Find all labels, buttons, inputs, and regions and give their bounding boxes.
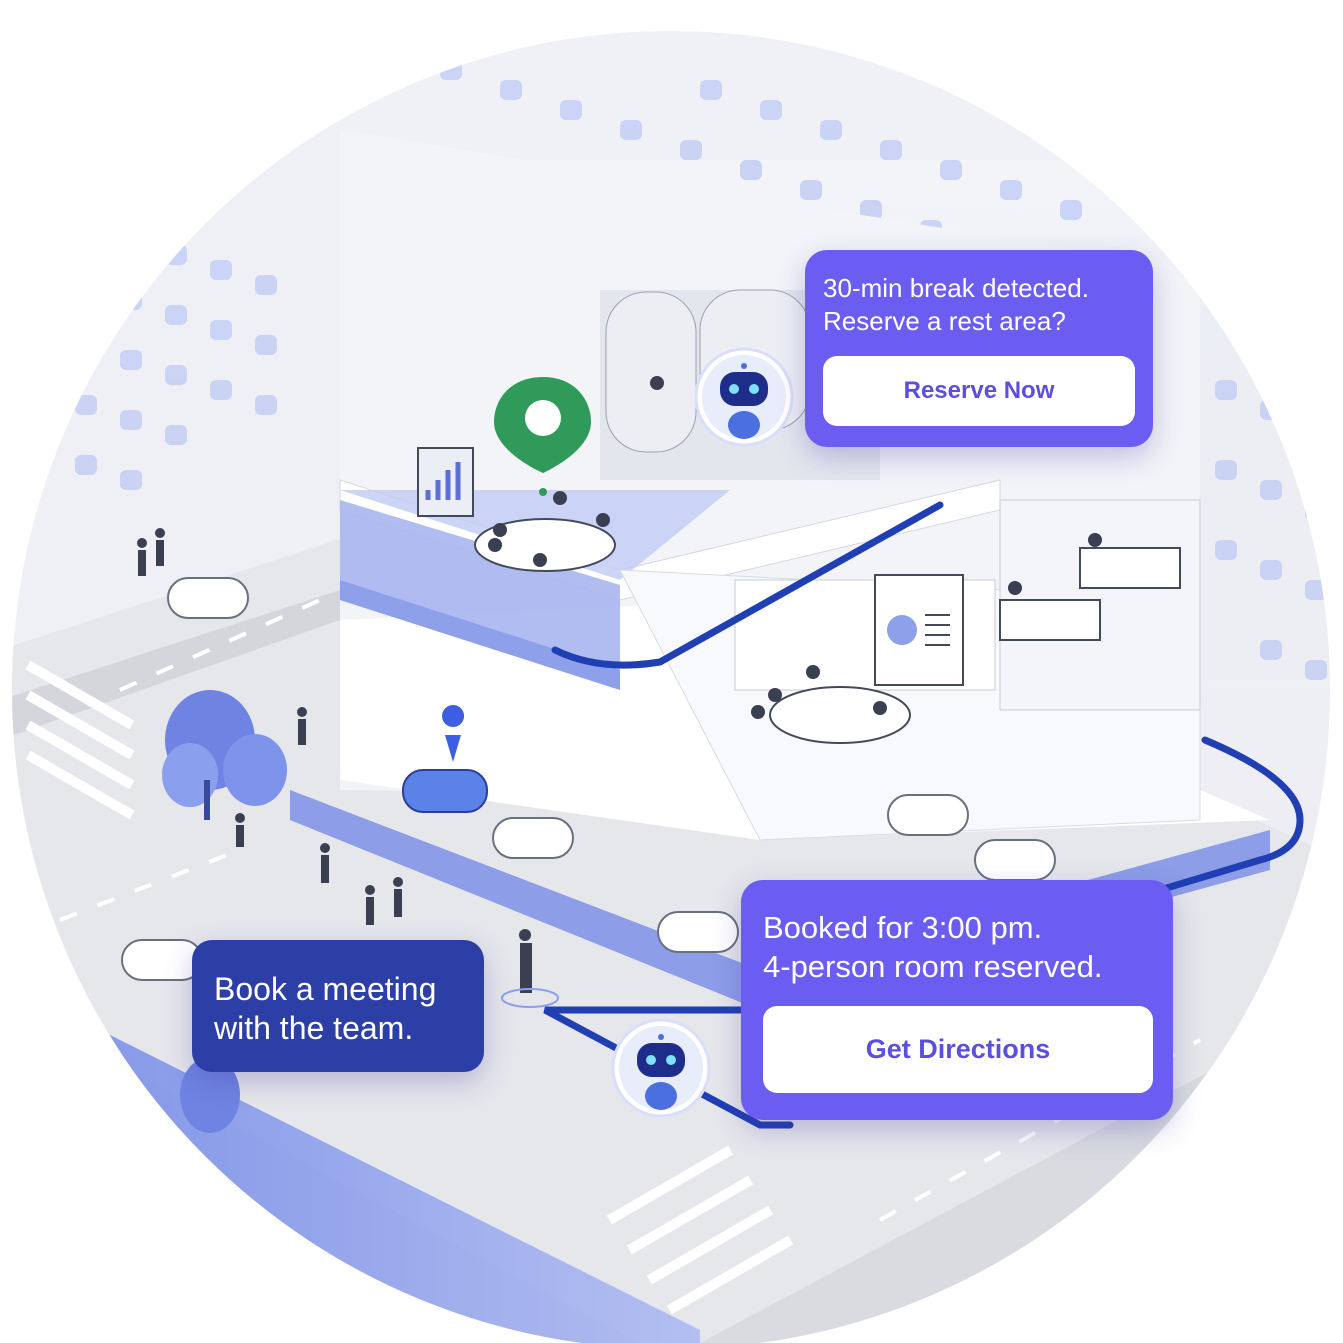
break-alert-line-2: Reserve a rest area?	[823, 306, 1066, 336]
tree-icon	[162, 690, 287, 1133]
break-alert-message: 30-min break detected. Reserve a rest ar…	[823, 272, 1089, 338]
break-alert-bubble: 30-min break detected. Reserve a rest ar…	[805, 250, 1153, 447]
booking-confirmation-bubble: Booked for 3:00 pm. 4-person room reserv…	[741, 880, 1173, 1120]
reserve-now-button[interactable]: Reserve Now	[823, 356, 1135, 426]
route-line	[543, 501, 1304, 1129]
meeting-table	[474, 518, 616, 572]
booking-line-1: Booked for 3:00 pm.	[763, 910, 1043, 945]
conference-table	[769, 686, 911, 744]
break-alert-line-1: 30-min break detected.	[823, 273, 1089, 303]
user-request-message: Book a meeting with the team.	[214, 970, 436, 1048]
location-pin-icon	[442, 705, 465, 762]
user-request-line-1: Book a meeting	[214, 971, 437, 1007]
car-icon	[402, 769, 488, 813]
robot-assistant-icon	[611, 1018, 711, 1118]
meeting-location-pin	[494, 377, 591, 496]
meeting-room-highlight	[340, 500, 620, 690]
booking-confirmation-message: Booked for 3:00 pm. 4-person room reserv…	[763, 908, 1102, 986]
user-request-bubble: Book a meeting with the team.	[192, 940, 484, 1072]
get-directions-button[interactable]: Get Directions	[763, 1006, 1153, 1093]
booking-line-2: 4-person room reserved.	[763, 949, 1103, 984]
robot-assistant-icon	[694, 347, 794, 447]
chart-icon	[417, 447, 474, 517]
people	[137, 528, 532, 993]
user-request-line-2: with the team.	[214, 1010, 414, 1046]
parked-cars	[121, 577, 1056, 981]
